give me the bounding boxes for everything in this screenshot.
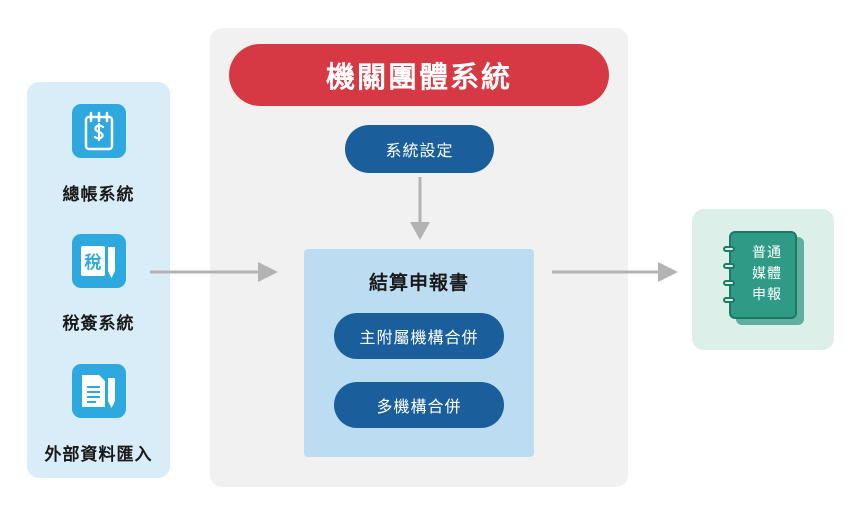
system-settings-pill: 系統設定 <box>345 125 494 173</box>
arrow-sources-to-report <box>150 262 278 282</box>
notebook-ring <box>723 297 735 303</box>
source-label-tax: 稅簽系統 <box>62 314 135 334</box>
output-line: 普通 <box>752 245 782 261</box>
notebook-ring <box>723 246 735 252</box>
notebook-ring <box>723 280 735 286</box>
arrow-report-to-output <box>552 262 678 282</box>
document-pencil-icon <box>72 364 126 418</box>
notebook-ring <box>723 263 735 269</box>
arrow-settings-to-report <box>410 177 430 240</box>
option-multi-institution-merge: 多機構合併 <box>334 382 504 428</box>
notebook-icon <box>729 231 797 319</box>
source-label-external-import: 外部資料匯入 <box>44 445 153 465</box>
source-label-ledger: 總帳系統 <box>62 185 135 205</box>
output-line: 申報 <box>752 287 782 303</box>
output-label: 普通 媒體 申報 <box>742 243 792 306</box>
report-box-title: 結算申報書 <box>368 272 469 294</box>
ledger-dollar-icon <box>72 104 126 158</box>
tax-glyph: 稅 <box>85 252 102 273</box>
group-system-title: 機關團體系統 <box>229 44 609 106</box>
output-line: 媒體 <box>752 266 782 282</box>
option-main-subsidiary-merge: 主附屬機構合併 <box>334 313 504 359</box>
tax-document-pencil-icon: 稅 <box>72 234 126 288</box>
